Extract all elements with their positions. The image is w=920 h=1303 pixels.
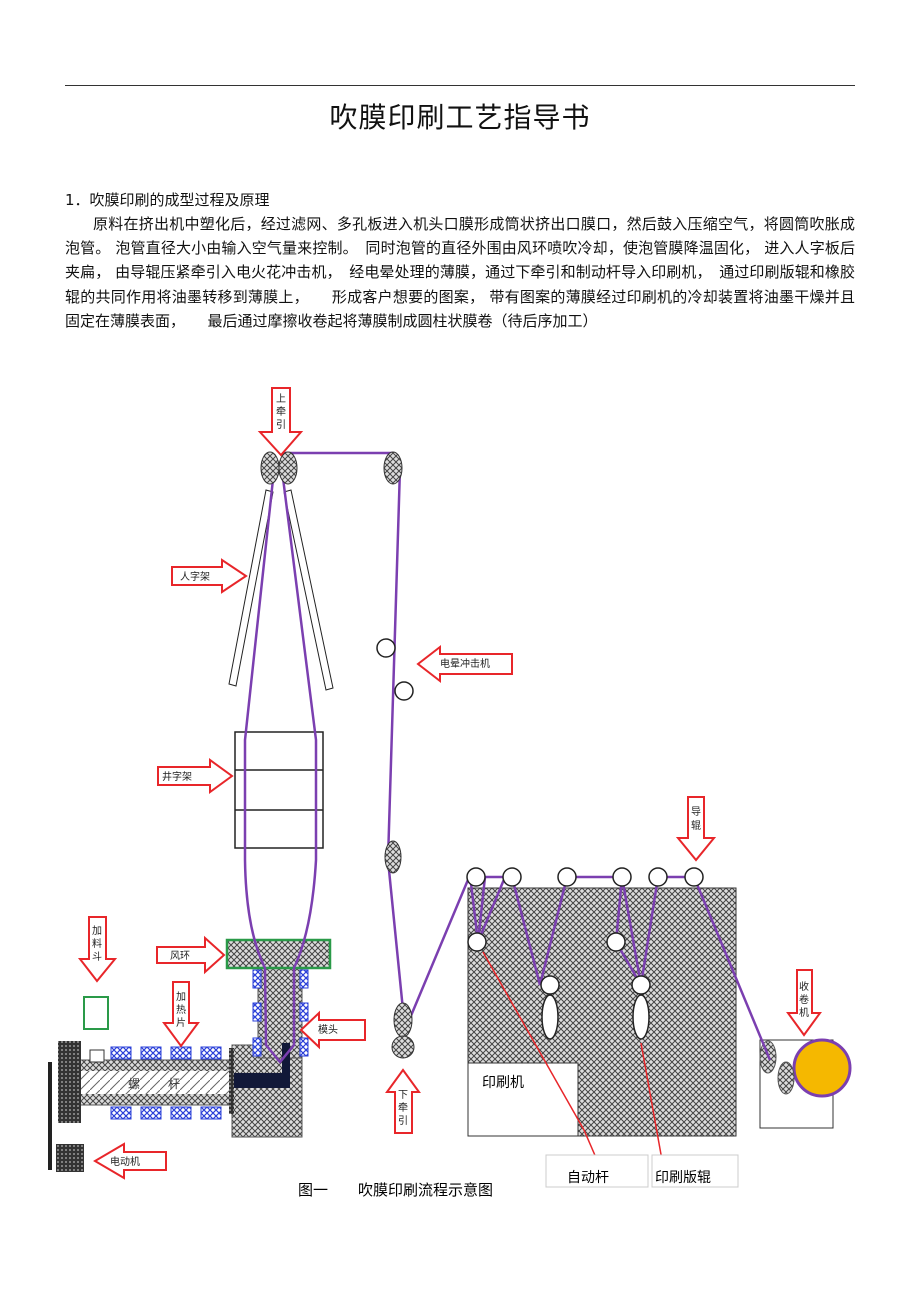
label-a-frame: 人字架: [180, 570, 210, 583]
label-guide-roller-2: 辊: [691, 819, 701, 832]
label-motor: 电动机: [110, 1155, 140, 1168]
arrow-bottom-haul: [385, 1068, 421, 1134]
label-heater-3: 片: [176, 1016, 186, 1029]
page-title: 吹膜印刷工艺指导书: [329, 101, 591, 134]
label-hopper-2: 料: [92, 937, 102, 950]
label-winder-2: 卷: [799, 993, 809, 1006]
label-bottom-haul-3: 引: [398, 1115, 408, 1127]
section-paragraph: 原料在挤出机中塑化后，经过滤网、多孔板进入机头口膜形成筒状挤出口膜口，然后鼓入压…: [65, 215, 855, 330]
label-top-haul-2: 牵: [276, 406, 286, 418]
label-top-haul-3: 引: [276, 419, 286, 431]
printer-label: 印刷机: [482, 1075, 524, 1091]
label-winder-3: 机: [799, 1006, 809, 1019]
arrow-motor: [93, 1142, 167, 1180]
screw-label-1: 螺: [128, 1077, 140, 1091]
label-plate-roller: 印刷版辊: [655, 1170, 711, 1186]
arrow-top-haul: [257, 387, 304, 457]
label-air-ring: 风环: [170, 950, 190, 962]
cage-frame: [234, 731, 324, 849]
label-die: 模头: [318, 1024, 338, 1036]
extruder: 螺 杆: [48, 967, 309, 1172]
label-bottom-haul-2: 牵: [398, 1102, 408, 1114]
film-roll: [792, 1038, 852, 1098]
nip-roller-right: [278, 451, 298, 485]
a-frame: [228, 489, 334, 691]
label-winder-1: 收: [799, 980, 809, 993]
label-heater-2: 热: [176, 1003, 186, 1016]
label-heater-1: 加: [176, 991, 186, 1003]
label-hopper-1: 加: [92, 925, 102, 937]
arrow-air-ring: [156, 935, 226, 975]
label-corona: 电晕冲击机: [440, 657, 490, 670]
arrow-guide-roller: [675, 796, 717, 862]
air-ring: [225, 938, 332, 970]
arrow-winder: [786, 969, 822, 1037]
label-top-haul-1: 上: [276, 393, 286, 405]
screw-label-2: 杆: [168, 1077, 180, 1091]
label-hopper-3: 斗: [92, 951, 102, 963]
arrow-corona: [416, 644, 513, 684]
figure-caption: 图一 吹膜印刷流程示意图: [298, 1181, 493, 1199]
label-bottom-haul-1: 下: [398, 1090, 408, 1101]
section-heading: 1．吹膜印刷的成型过程及原理: [65, 191, 270, 209]
arrow-a-frame: [171, 558, 248, 594]
rollers: [260, 451, 415, 1059]
header-rule: [65, 85, 855, 86]
arrow-cage: [157, 758, 234, 794]
arrow-hopper: [77, 916, 118, 983]
arrow-die: [299, 1010, 366, 1050]
nip-roller-left: [260, 451, 280, 485]
top-guide-roller: [383, 451, 403, 485]
label-cage: 井字架: [162, 770, 192, 783]
label-auto-bar: 自动杆: [567, 1170, 609, 1186]
arrow-heater: [162, 981, 200, 1048]
printer-label-box: [467, 1062, 579, 1137]
label-guide-roller-1: 导: [691, 806, 701, 818]
